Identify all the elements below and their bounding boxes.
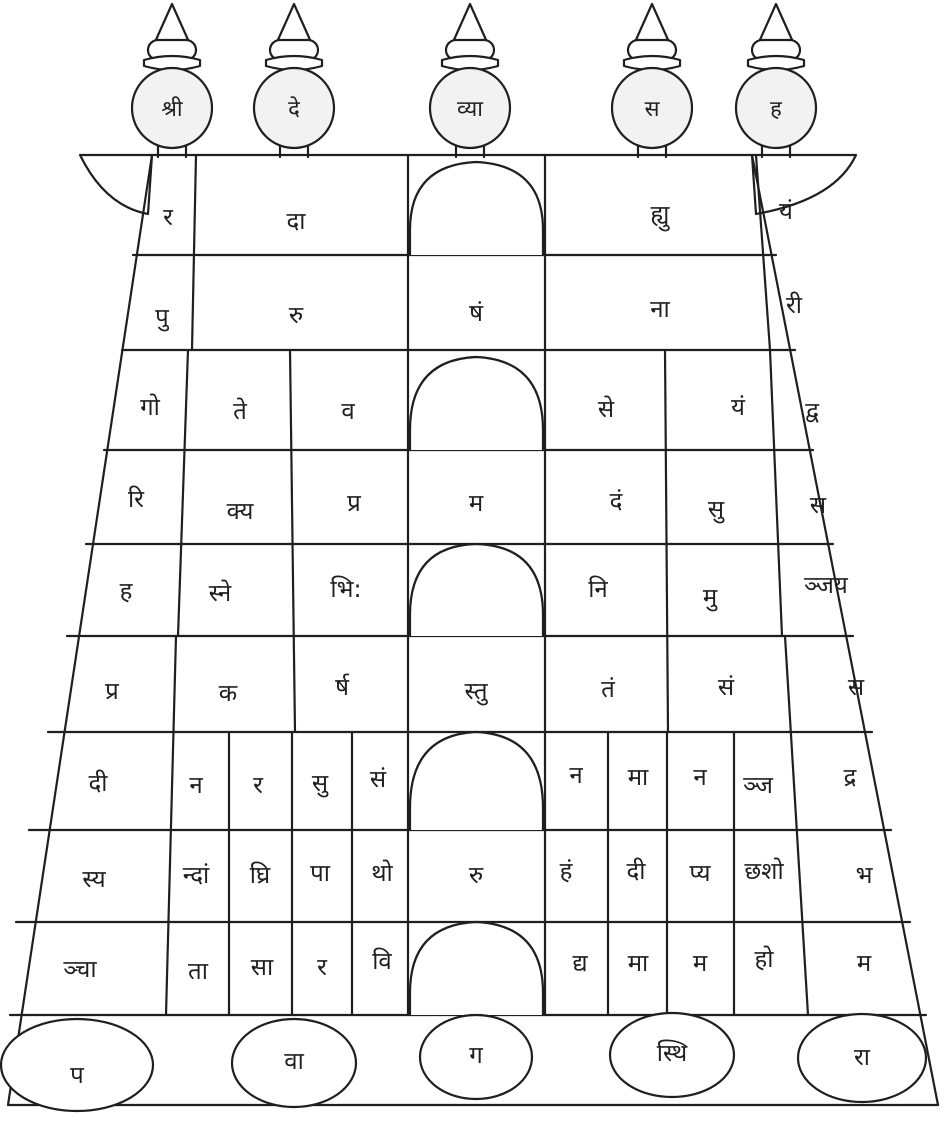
cell-r9-c4: र xyxy=(317,953,328,981)
cell-r6-c6: सं xyxy=(718,673,735,701)
cell-r7-c8: मा xyxy=(628,763,649,791)
cell-r1-c2: दा xyxy=(287,207,307,235)
cell-r9-c3: सा xyxy=(251,953,274,981)
cell-r6-c3: र्ष xyxy=(335,673,350,701)
cell-r3-c5: से xyxy=(598,395,615,423)
cell-r7-c3: र xyxy=(253,771,264,799)
cell-r8-c1: स्य xyxy=(82,865,106,893)
cell-r9-c5: वि xyxy=(372,947,392,975)
cell-r3-c3: व xyxy=(341,397,355,425)
dome-label: स xyxy=(645,97,661,122)
cell-r4-c2: क्य xyxy=(227,497,255,525)
cell-r1-c4: ह्यु xyxy=(651,200,671,232)
cell-r8-c5: थो xyxy=(371,859,393,887)
dome-label: दे xyxy=(288,96,300,122)
left-eave xyxy=(80,155,152,214)
cell-r4-c1: रि xyxy=(128,485,145,513)
dome-finials: श्री दे व्या स ह xyxy=(132,4,816,157)
cell-r3-c2: ते xyxy=(233,397,248,425)
dome-5: ह xyxy=(736,4,816,157)
dome-label: श्री xyxy=(161,96,183,122)
cell-r8-c10: छशो xyxy=(744,857,784,885)
cell-r6-c5: तं xyxy=(601,675,616,703)
cell-r8-c2: न्दां xyxy=(183,861,210,889)
base-label-2: वा xyxy=(284,1047,304,1075)
cell-r7-c10: ञ्ज xyxy=(743,771,774,799)
cell-r3-c7: द्व xyxy=(805,397,820,425)
cell-r8-c7: हं xyxy=(560,857,574,885)
cell-r4-c6: सु xyxy=(708,495,725,524)
cell-r8-c6: रु xyxy=(469,861,484,889)
base-label-1: प xyxy=(70,1061,84,1089)
dome-2: दे xyxy=(254,4,334,157)
cell-r6-c7: स xyxy=(848,673,865,701)
cell-r7-c2: न xyxy=(189,771,203,799)
cell-r2-c5: री xyxy=(786,291,803,319)
cell-r9-c11: म xyxy=(857,949,872,977)
cell-r9-c9: म xyxy=(693,949,708,977)
right-eave xyxy=(752,155,856,214)
dome-1: श्री xyxy=(132,4,212,157)
dome-label: ह xyxy=(770,97,782,122)
cell-r2-c2: रु xyxy=(289,301,304,329)
cell-r8-c8: दी xyxy=(627,857,647,885)
cell-r7-c11: द्र xyxy=(844,763,857,791)
cell-r1-c1: र xyxy=(163,203,174,231)
base-ellipses xyxy=(1,1013,926,1111)
cell-r6-c1: प्र xyxy=(105,677,119,705)
base-label-5: रा xyxy=(854,1043,871,1071)
base-label-3: ग xyxy=(469,1041,483,1069)
cell-r4-c3: प्र xyxy=(347,489,361,517)
cell-r7-c7: न xyxy=(569,761,583,789)
cell-r3-c1: गो xyxy=(140,393,161,421)
cell-r8-c4: पा xyxy=(310,859,331,887)
cell-r8-c11: भ xyxy=(856,861,874,889)
cell-r5-c5: नि xyxy=(588,575,608,603)
dome-label: व्या xyxy=(457,97,483,122)
cell-r4-c7: स xyxy=(810,491,827,519)
dome-3: व्या xyxy=(430,4,510,157)
cell-r5-c2: स्ने xyxy=(209,579,232,607)
base-label-4: स्थि xyxy=(657,1039,688,1067)
cell-r2-c4: ना xyxy=(650,295,670,323)
cell-r2-c3: षं xyxy=(469,299,484,327)
cell-r7-c4: सु xyxy=(312,769,329,798)
cell-r9-c10: हो xyxy=(755,945,775,973)
cell-r6-c4: स्तु xyxy=(464,677,488,706)
cell-r5-c7: ञ्जय xyxy=(804,571,849,599)
cell-r4-c5: दं xyxy=(610,487,623,515)
cell-r7-c9: न xyxy=(693,763,707,791)
cell-r7-c1: दी xyxy=(89,769,109,797)
cell-r7-c5: सं xyxy=(370,765,387,793)
dome-4: स xyxy=(612,4,692,157)
cell-r4-c4: म xyxy=(469,489,484,517)
cell-r8-c3: घ्रि xyxy=(250,861,271,889)
cell-r5-c1: ह xyxy=(120,577,134,605)
cell-r2-c1: पु xyxy=(155,303,170,332)
cell-r9-c2: ता xyxy=(188,957,209,985)
cell-r5-c6: मु xyxy=(703,583,718,612)
cell-r9-c8: मा xyxy=(628,949,649,977)
cell-r6-c2: क xyxy=(219,679,238,707)
cell-r5-c3: भि: xyxy=(330,575,361,603)
cell-r9-c7: द्य xyxy=(572,949,588,977)
cell-r1-c5: यं xyxy=(779,197,794,225)
cell-r8-c9: प्य xyxy=(689,859,711,887)
cell-r3-c6: यं xyxy=(731,393,746,421)
cell-r9-c1: ञ्चा xyxy=(63,955,97,983)
